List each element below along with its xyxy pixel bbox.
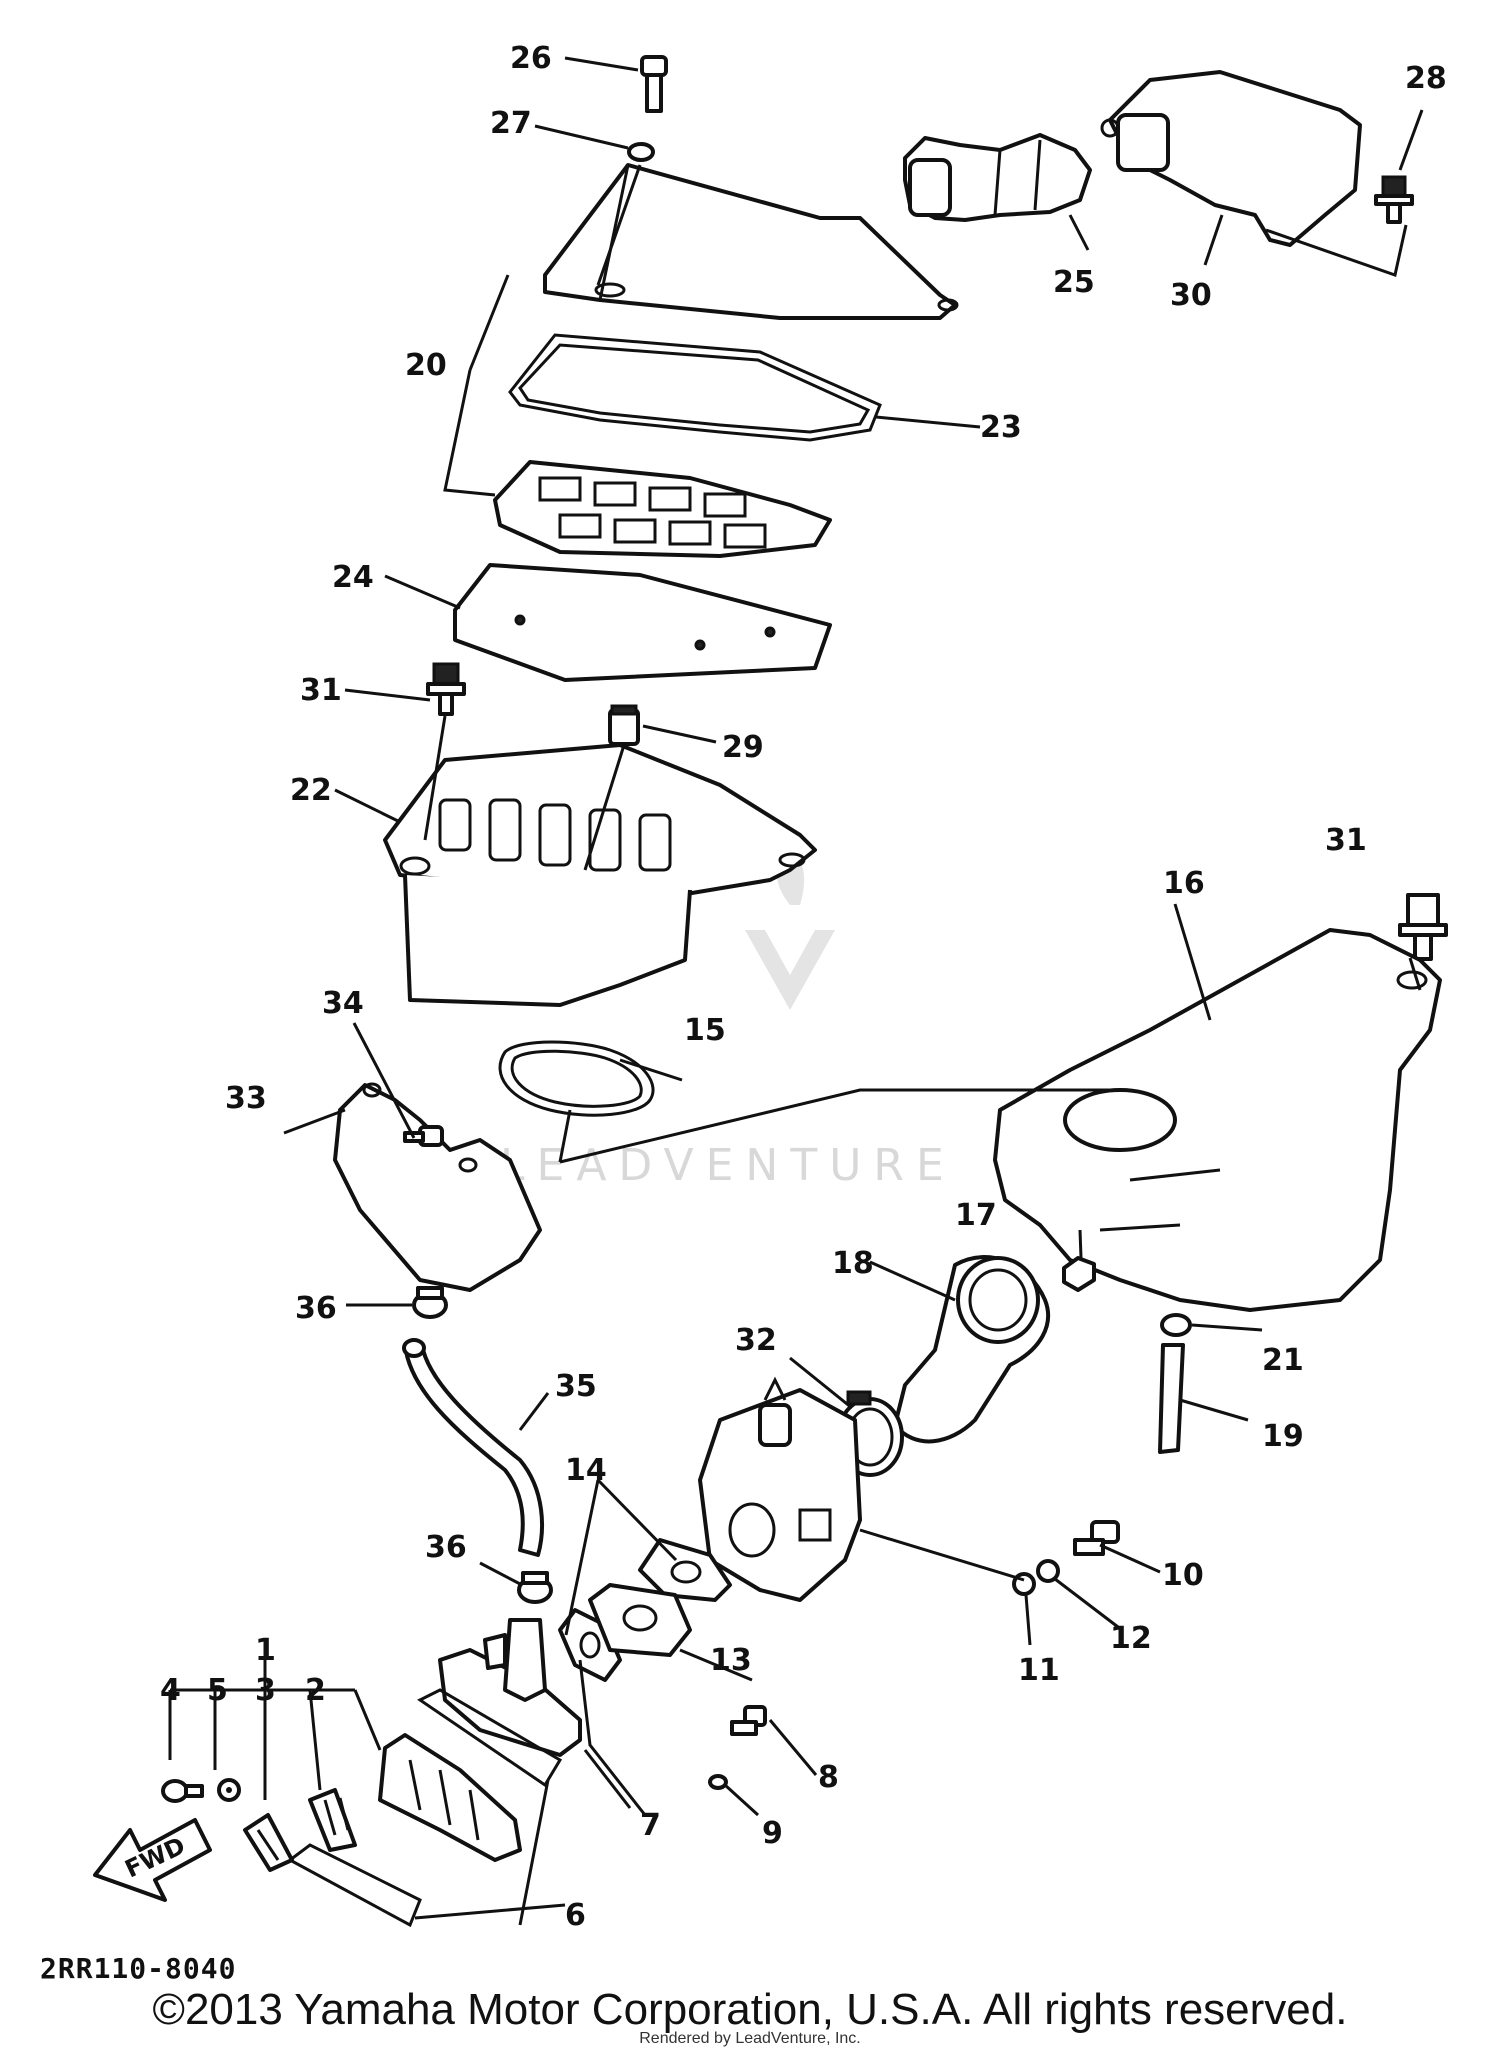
washer-27 xyxy=(627,142,655,162)
callout-1: 1 xyxy=(255,1633,276,1668)
leader-lines xyxy=(168,56,1424,1926)
screw-26 xyxy=(640,55,668,113)
callout-29: 29 xyxy=(722,730,764,765)
reed-petal-2 xyxy=(308,1788,357,1852)
callout-23: 23 xyxy=(980,410,1022,445)
callout-10: 10 xyxy=(1162,1558,1204,1593)
callout-5: 5 xyxy=(207,1673,228,1708)
oring-15 xyxy=(498,1040,655,1117)
air-filter-case xyxy=(383,743,817,1007)
callout-4: 4 xyxy=(160,1673,181,1708)
callout-8: 8 xyxy=(818,1760,839,1795)
clip-36-lower xyxy=(517,1571,553,1604)
callout-7: 7 xyxy=(640,1808,661,1843)
reed-gasket-6 xyxy=(287,1688,563,1928)
bolt-31-right xyxy=(1398,893,1448,961)
callout-9: 9 xyxy=(762,1816,783,1851)
callout-35: 35 xyxy=(555,1369,597,1404)
intake-duct xyxy=(903,133,1092,222)
callout-11: 11 xyxy=(1018,1653,1060,1688)
washer-12 xyxy=(1036,1559,1060,1583)
washer-5 xyxy=(217,1778,241,1802)
air-filter-cover xyxy=(543,163,959,320)
rendered-by-credit: Rendered by LeadVenture, Inc. xyxy=(639,2030,861,2047)
part-labels: 1 2 3 4 5 6 7 8 9 10 11 12 13 14 15 16 1… xyxy=(160,41,1447,1933)
callout-3: 3 xyxy=(255,1673,276,1708)
callout-2: 2 xyxy=(305,1673,326,1708)
air-filter-case-lower xyxy=(993,928,1442,1312)
callout-36-lower: 36 xyxy=(425,1530,467,1565)
gasket-14 xyxy=(558,1538,732,1682)
spacer-13 xyxy=(588,1583,692,1657)
bolt-31-left xyxy=(426,662,466,716)
cover-gasket xyxy=(508,333,882,442)
callout-21: 21 xyxy=(1262,1343,1304,1378)
carburetor xyxy=(698,1376,862,1602)
callout-27: 27 xyxy=(490,106,532,141)
callout-13: 13 xyxy=(710,1643,752,1678)
callout-34: 34 xyxy=(322,986,364,1021)
leadventure-watermark: LEADVENTURE xyxy=(500,840,956,1191)
callout-16: 16 xyxy=(1163,866,1205,901)
callout-25: 25 xyxy=(1053,265,1095,300)
diagram-code: 2RR110-8040 xyxy=(40,1952,236,1980)
callout-31-right: 31 xyxy=(1325,823,1367,858)
nut-17 xyxy=(1062,1256,1096,1292)
drain-tube-19 xyxy=(1158,1343,1185,1454)
callout-15: 15 xyxy=(684,1013,726,1048)
reed-stopper-3 xyxy=(243,1813,294,1872)
carburetor-joint xyxy=(893,1255,1051,1444)
collar-29 xyxy=(608,704,640,746)
callout-14: 14 xyxy=(565,1453,607,1488)
callout-20: 20 xyxy=(405,348,447,383)
callout-32: 32 xyxy=(735,1323,777,1358)
copyright-notice: ©2013 Yamaha Motor Corporation, U.S.A. A… xyxy=(152,1985,1348,2034)
callout-18: 18 xyxy=(832,1246,874,1281)
callout-22: 22 xyxy=(290,773,332,808)
reed-valve-manifold xyxy=(438,1618,582,1757)
callout-24: 24 xyxy=(332,560,374,595)
bolt-8 xyxy=(730,1705,767,1736)
screw-4 xyxy=(161,1779,204,1803)
washer-9 xyxy=(708,1774,728,1790)
callout-36-upper: 36 xyxy=(295,1291,337,1326)
filter-plate xyxy=(453,563,832,682)
air-filter-element xyxy=(493,460,832,558)
side-cover-33 xyxy=(333,1082,542,1292)
callout-6: 6 xyxy=(565,1898,586,1933)
intake-silencer xyxy=(1100,70,1362,247)
callout-31-left: 31 xyxy=(300,673,342,708)
bolt-28 xyxy=(1374,175,1414,224)
watermark-text: LEADVENTURE xyxy=(500,1140,956,1191)
reed-valve-assembly xyxy=(378,1733,522,1862)
exploded-parts-diagram: LEADVENTURE xyxy=(40,41,1448,1980)
callout-28: 28 xyxy=(1405,61,1447,96)
callout-30: 30 xyxy=(1170,278,1212,313)
bolt-10 xyxy=(1073,1520,1120,1556)
clip-36-upper xyxy=(412,1286,448,1319)
callout-17: 17 xyxy=(955,1198,997,1233)
callout-12: 12 xyxy=(1110,1621,1152,1656)
clamp-21 xyxy=(1160,1313,1192,1337)
callout-26: 26 xyxy=(510,41,552,76)
callout-33: 33 xyxy=(225,1081,267,1116)
breather-hose-35 xyxy=(402,1338,544,1557)
forward-arrow-icon: FWD xyxy=(93,1818,212,1902)
callout-19: 19 xyxy=(1262,1419,1304,1454)
